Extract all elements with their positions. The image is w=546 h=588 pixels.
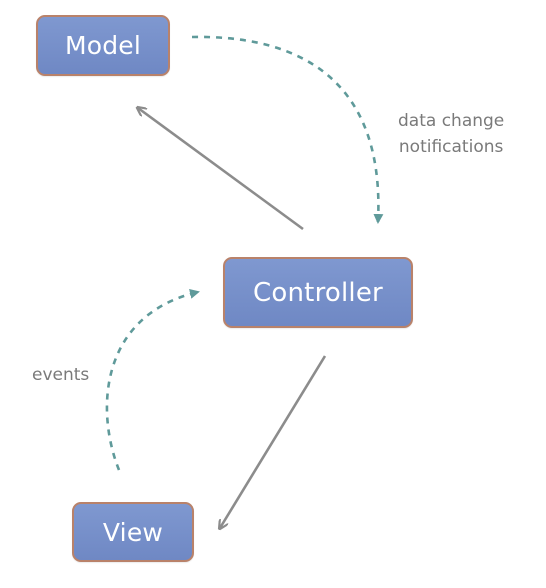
controller-to-model-arrow	[138, 108, 304, 231]
view-to-controller-events-arrow	[105, 288, 200, 471]
model-node-label: Model	[64, 31, 142, 60]
view-node-label: View	[102, 517, 164, 547]
controller-to-view-arrow	[220, 355, 327, 528]
controller-node-label: Controller	[253, 277, 383, 308]
data-change-label-line2: notifications	[398, 137, 504, 157]
model-node: Model	[36, 15, 170, 76]
view-node: View	[72, 502, 194, 562]
data-change-label-line1: data change	[398, 111, 505, 131]
data-change-notifications-label: data change notifications	[398, 108, 504, 160]
model-to-controller-notification-arrow	[191, 35, 384, 224]
controller-node: Controller	[223, 257, 413, 328]
events-label: events	[32, 365, 90, 385]
